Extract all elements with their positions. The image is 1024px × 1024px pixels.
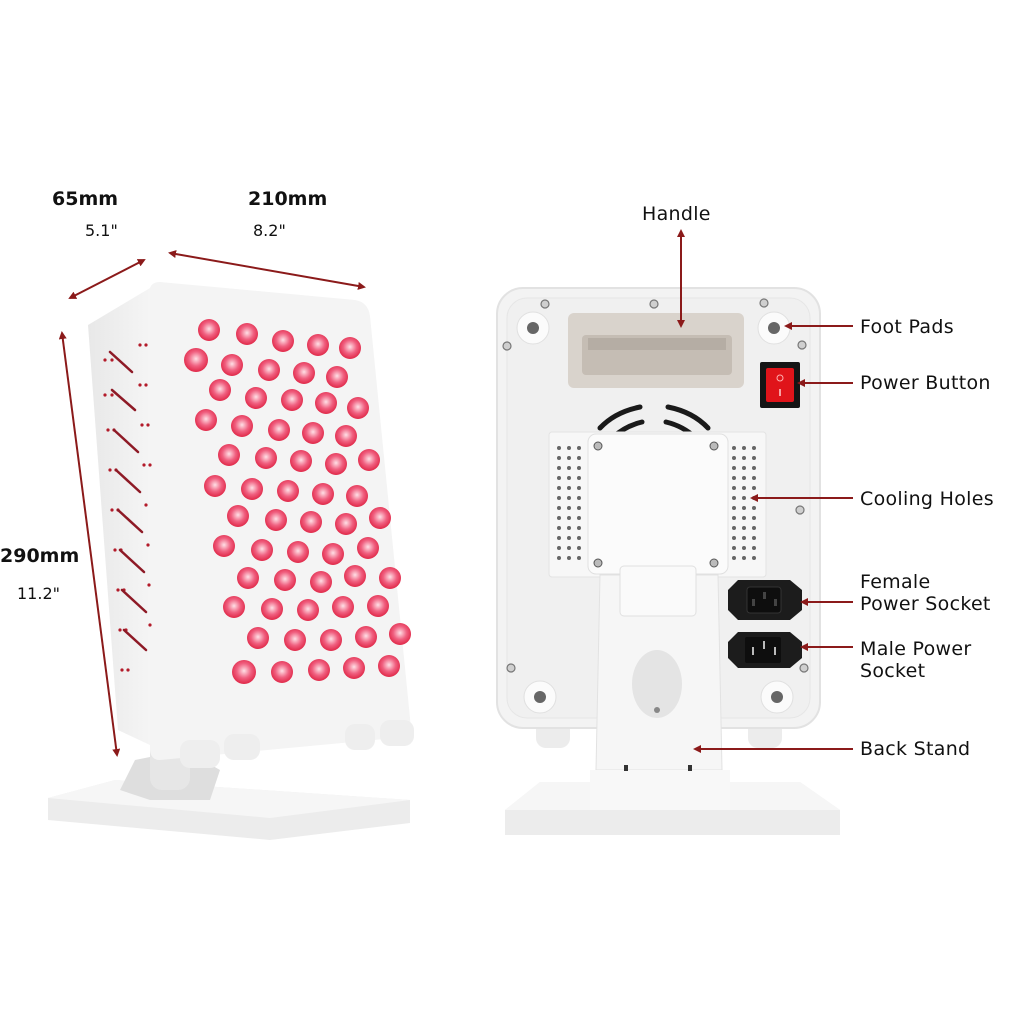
foot-pad-top-left: [516, 311, 550, 345]
width-metric-label: 210mm: [248, 188, 328, 210]
depth-metric-label: 65mm: [52, 188, 119, 210]
callout-handle: Handle: [642, 203, 711, 225]
foot-pad-bottom-right: [760, 680, 794, 714]
front-view-device: [48, 282, 414, 840]
callout-cooling-holes: Cooling Holes: [860, 488, 994, 510]
callout-female-socket-line1: Female: [860, 571, 931, 593]
foot-pad-top-right: [757, 311, 791, 345]
height-imperial-label: 11.2": [17, 584, 60, 603]
female-power-socket: [728, 580, 802, 620]
width-imperial-label: 8.2": [253, 221, 286, 240]
callout-male-socket-line1: Male Power: [860, 638, 972, 660]
cooling-holes: [557, 446, 756, 560]
callout-power-button: Power Button: [860, 372, 991, 394]
callout-female-socket: Female Power Socket: [860, 571, 991, 615]
led-array: [184, 319, 411, 684]
dimension-arrows: [58, 250, 366, 757]
power-switch: [760, 362, 800, 408]
callout-back-stand: Back Stand: [860, 738, 971, 760]
callout-female-socket-line2: Power Socket: [860, 593, 991, 615]
handle: [568, 313, 744, 388]
callout-foot-pads: Foot Pads: [860, 316, 954, 338]
callout-male-socket: Male Power Socket: [860, 638, 972, 682]
callout-male-socket-line2: Socket: [860, 660, 926, 682]
depth-imperial-label: 5.1": [85, 221, 118, 240]
back-stand: [590, 565, 730, 810]
male-power-socket: [728, 632, 802, 668]
foot-pad-bottom-left: [523, 680, 557, 714]
cooling-panel: [548, 431, 767, 578]
back-view-device: [496, 287, 840, 835]
callout-arrows: [677, 229, 853, 753]
